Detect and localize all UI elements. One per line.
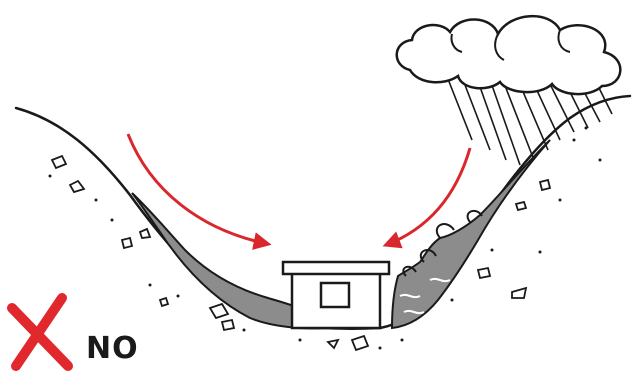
right-flood-water [392,140,550,328]
cross-mark-icon [12,298,68,366]
rain-cloud-icon [397,16,621,94]
left-arrow [128,134,268,244]
verdict-label: NO [86,334,139,364]
house-icon [283,262,389,328]
